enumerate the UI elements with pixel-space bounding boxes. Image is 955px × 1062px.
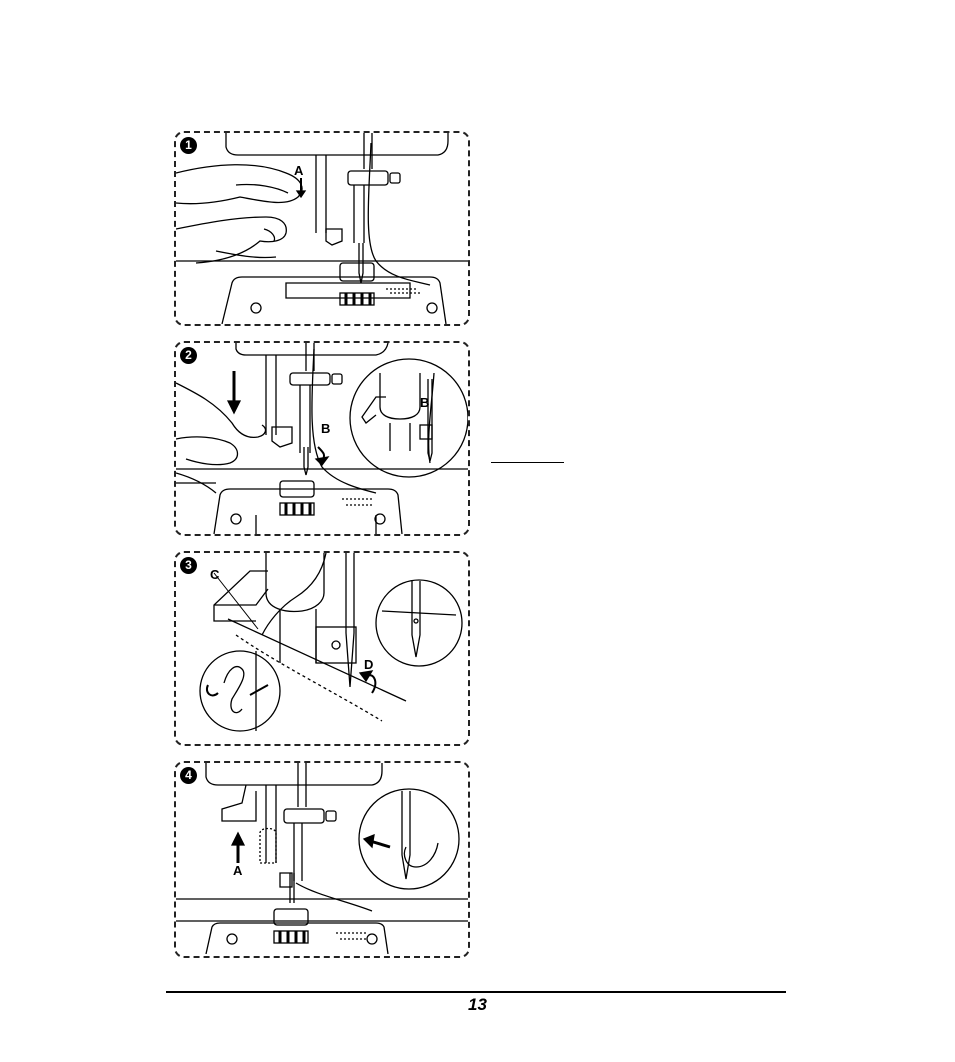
step-2-illustration: 2 B B — [174, 341, 470, 536]
needle-threading-drawing — [176, 133, 468, 324]
label-c: C — [210, 567, 219, 582]
aside-underline-rule — [491, 462, 564, 463]
footer-rule — [166, 991, 786, 993]
label-a: A — [294, 163, 303, 178]
label-d: D — [364, 657, 373, 672]
step-number-badge: 4 — [180, 767, 197, 784]
step-number-badge: 1 — [180, 137, 197, 154]
label-b: B — [321, 421, 330, 436]
step-number-badge: 2 — [180, 347, 197, 364]
step-3-illustration: 3 C D — [174, 551, 470, 746]
page-number: 13 — [0, 995, 955, 1015]
step-1-illustration: 1 A — [174, 131, 470, 326]
label-a: A — [233, 863, 242, 878]
needle-threading-drawing — [176, 763, 468, 954]
step-4-illustration: 4 A — [174, 761, 470, 958]
needle-threading-drawing — [176, 553, 468, 744]
needle-threading-drawing — [176, 343, 468, 534]
inset-label-b: B — [420, 395, 429, 410]
step-number-badge: 3 — [180, 557, 197, 574]
